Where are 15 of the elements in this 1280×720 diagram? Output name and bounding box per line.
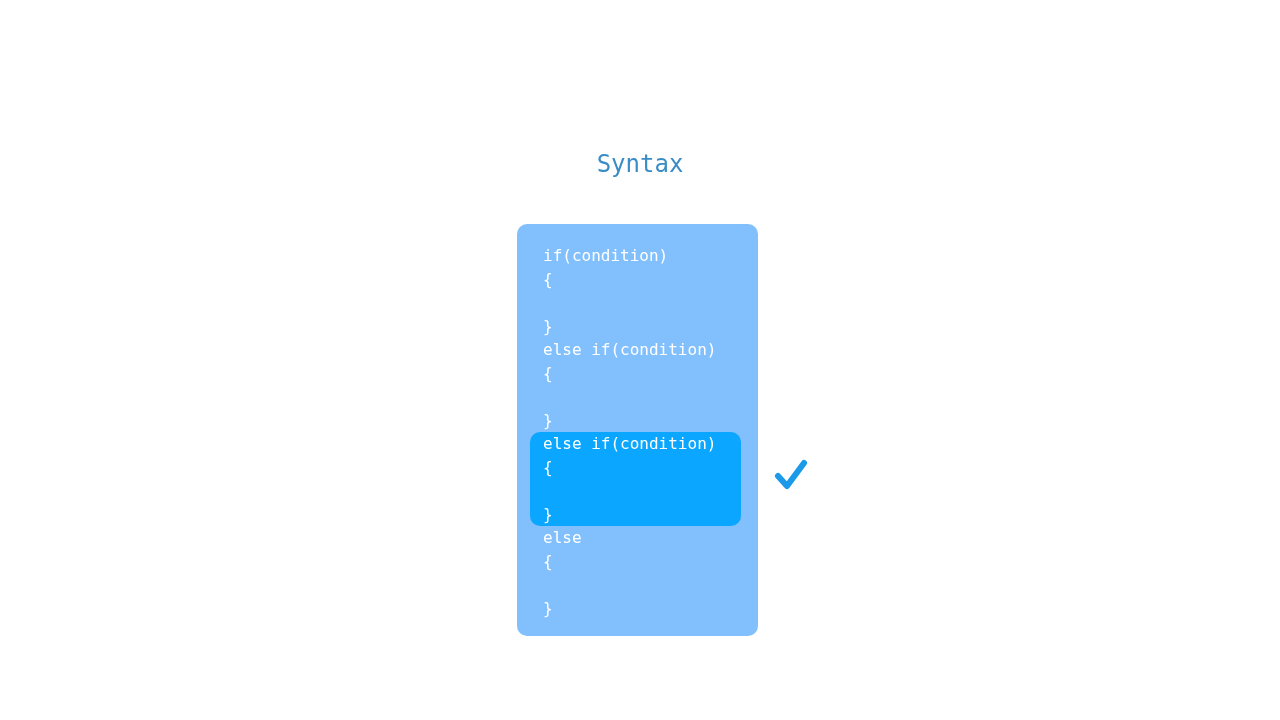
- code-line: }: [543, 409, 553, 432]
- code-line: else if(condition): [543, 339, 717, 361]
- code-line: {: [543, 550, 553, 573]
- code-line: {: [543, 456, 553, 479]
- code-line: }: [543, 503, 553, 526]
- code-line: }: [543, 315, 553, 338]
- code-line: else if(condition): [543, 433, 717, 455]
- highlighted-code-block: [530, 432, 741, 526]
- code-line: else: [543, 527, 582, 549]
- code-line: {: [543, 362, 553, 385]
- code-line: {: [543, 268, 553, 291]
- code-line: if(condition): [543, 245, 669, 267]
- diagram-title: Syntax: [595, 150, 685, 178]
- code-panel: [517, 224, 758, 636]
- code-line: }: [543, 597, 553, 620]
